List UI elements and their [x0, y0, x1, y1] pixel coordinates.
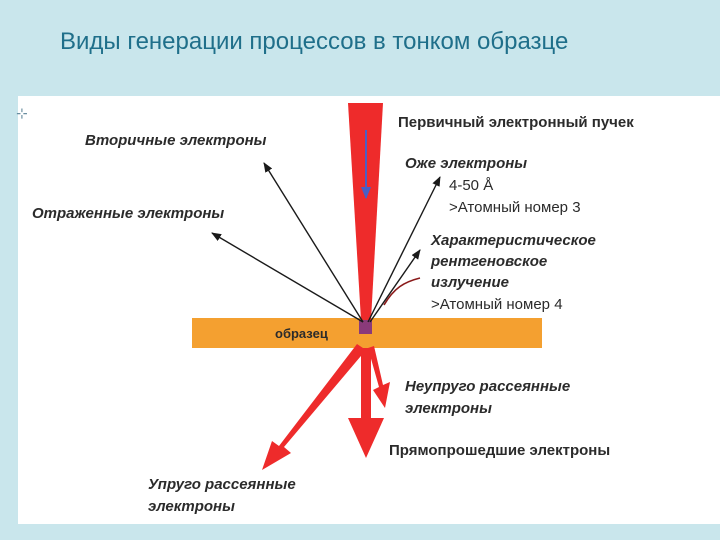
- label-transmitted-electrons: Прямопрошедшие электроны: [389, 442, 610, 459]
- label-reflected-electrons: Отраженные электроны: [32, 205, 224, 222]
- reflected-electrons-arrow: [211, 232, 364, 323]
- primary-beam: [348, 103, 383, 320]
- label-auger-electrons: Оже электроны: [405, 155, 527, 172]
- label-xray-atomic: >Атомный номер 4: [431, 296, 563, 313]
- elastic-beam: [262, 344, 366, 470]
- label-auger-atomic: >Атомный номер 3: [449, 199, 581, 216]
- label-xray-line1: Характеристическое: [430, 232, 596, 249]
- label-inelastic-line1: Неупруго рассеянные: [405, 378, 570, 395]
- inelastic-beam: [368, 346, 390, 408]
- label-primary-beam: Первичный электронный пучек: [398, 114, 634, 131]
- secondary-electrons-arrow: [263, 162, 364, 323]
- interaction-point: [359, 320, 372, 334]
- label-elastic-line1: Упруго рассеянные: [148, 476, 296, 493]
- label-auger-depth: 4-50 Å: [449, 177, 493, 194]
- transmitted-beam: [348, 348, 384, 458]
- auger-electrons-arrow: [367, 176, 441, 323]
- label-inelastic-line2: электроны: [405, 400, 492, 417]
- xray-emission-arrow: [369, 249, 421, 323]
- slide-title: Виды генерации процессов в тонком образц…: [60, 28, 569, 55]
- label-xray-line2: рентгеновское: [430, 253, 547, 270]
- label-elastic-line2: электроны: [148, 498, 235, 515]
- xray-wavy-line: [383, 277, 421, 306]
- corner-mark: ⊹: [16, 106, 28, 122]
- label-sample: образец: [275, 326, 328, 341]
- label-xray-line3: излучение: [431, 274, 509, 291]
- label-secondary-electrons: Вторичные электроны: [85, 132, 267, 149]
